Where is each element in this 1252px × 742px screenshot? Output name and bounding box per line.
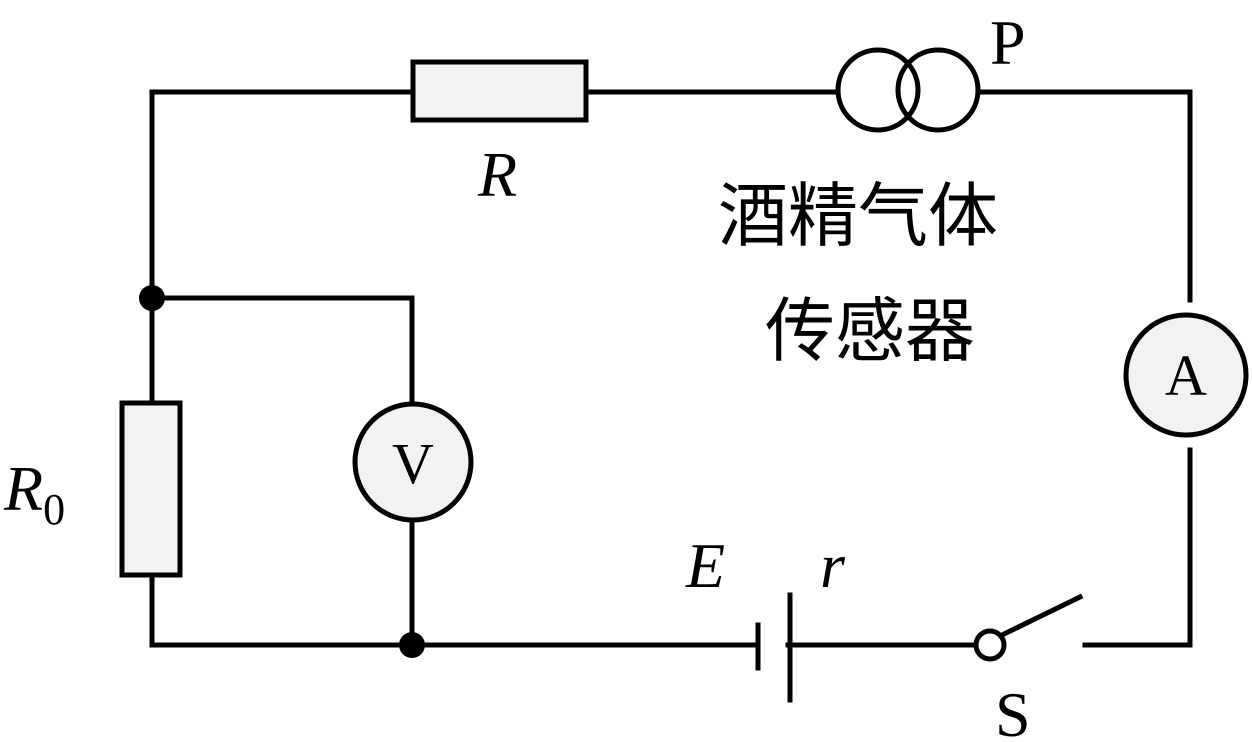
- resistor-r-label: R: [477, 139, 517, 210]
- resistor-r-body: [410, 59, 589, 123]
- sensor-ring-right: [895, 47, 981, 133]
- switch-pivot: [973, 628, 1007, 662]
- switch: S: [973, 593, 1084, 742]
- resistor-r0-body: [119, 400, 183, 578]
- ammeter-body: [1123, 312, 1249, 438]
- junction-dot-bottom: [399, 632, 425, 658]
- wires: [149, 89, 1193, 648]
- ammeter: A: [1123, 312, 1249, 438]
- battery-internal-r-label: r: [820, 530, 846, 601]
- junction-dot-top: [139, 285, 165, 311]
- alcohol-gas-sensor: P 酒精气体 传感器: [718, 7, 1026, 372]
- resistor-r0: R0: [3, 400, 183, 578]
- voltmeter: V: [352, 401, 474, 523]
- voltmeter-label: V: [392, 431, 434, 496]
- resistor-r0-label: R0: [3, 453, 65, 534]
- voltmeter-body: [352, 401, 474, 523]
- sensor-name-line1: 酒精气体: [718, 175, 998, 257]
- switch-label: S: [995, 679, 1031, 742]
- switch-blade: [998, 593, 1084, 639]
- resistor-r: R: [410, 59, 589, 210]
- sensor-name-line2: 传感器: [765, 290, 975, 372]
- sensor-ring-left: [835, 47, 921, 133]
- battery: E r: [685, 530, 846, 703]
- ammeter-label: A: [1165, 343, 1207, 408]
- sensor-p-label: P: [990, 7, 1026, 78]
- battery-emf-label: E: [685, 530, 725, 601]
